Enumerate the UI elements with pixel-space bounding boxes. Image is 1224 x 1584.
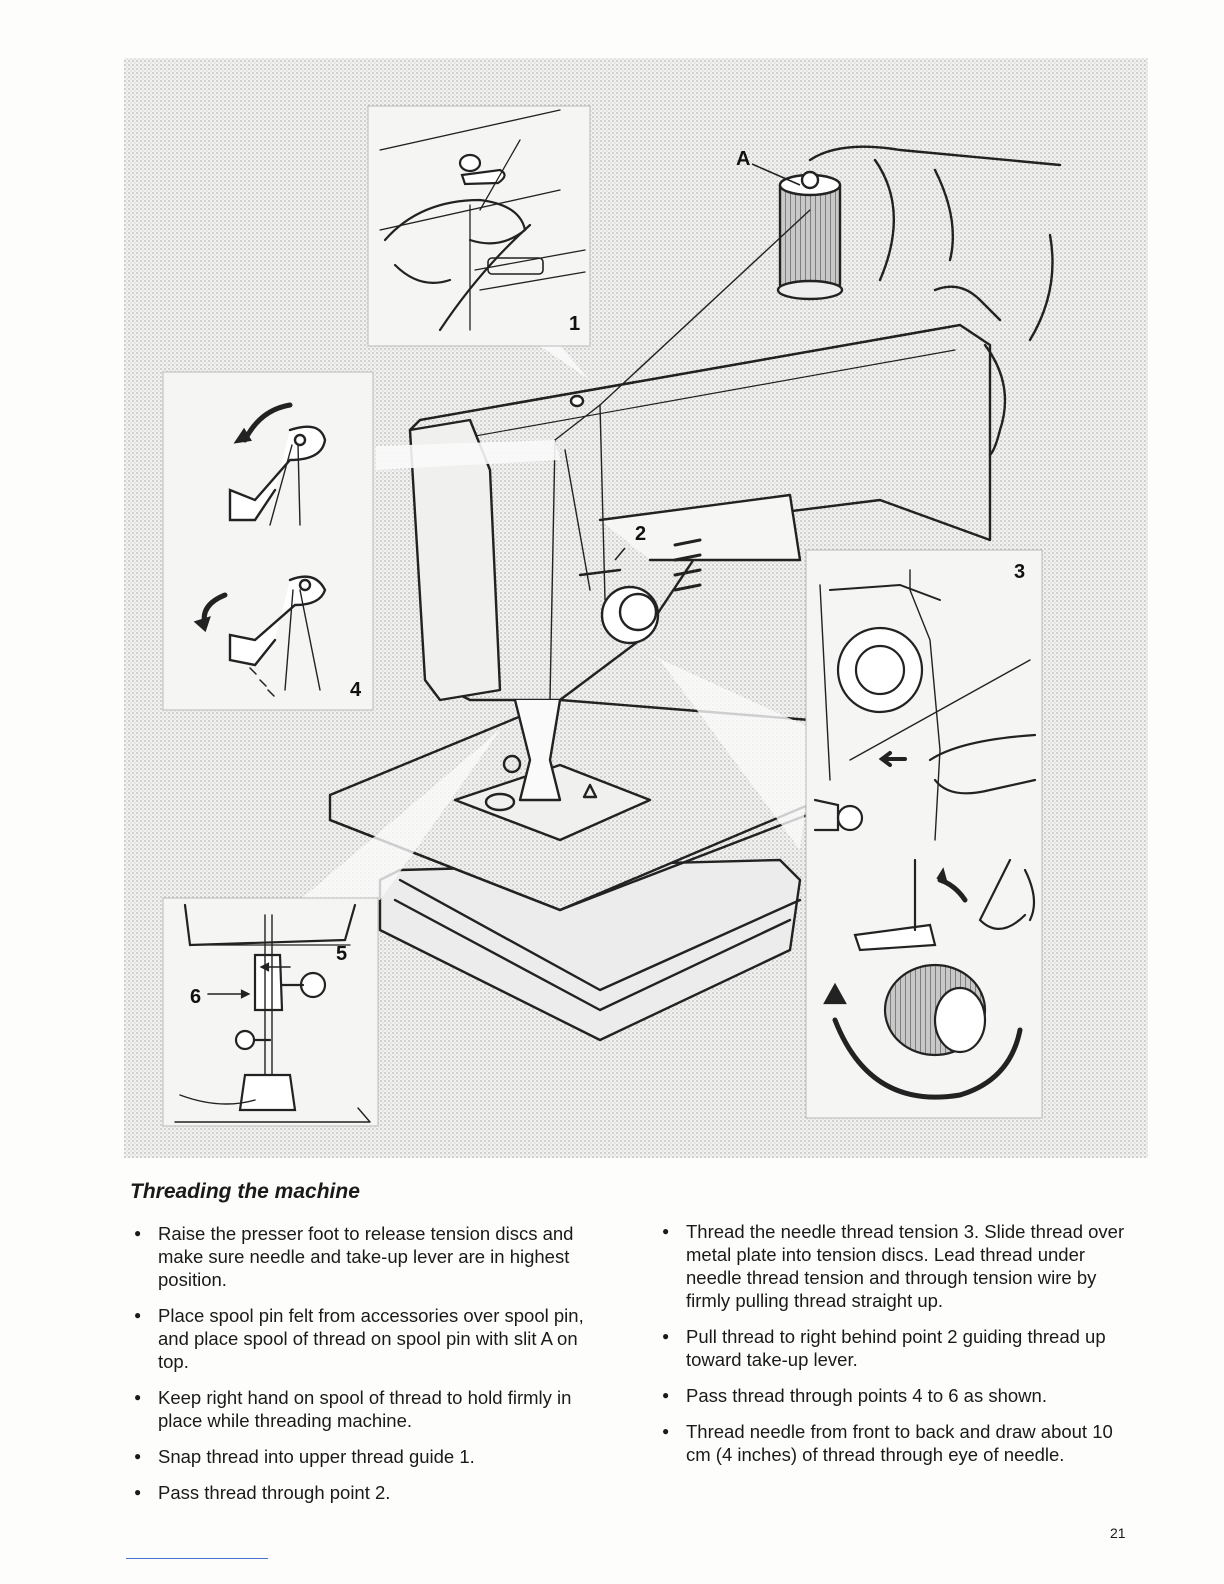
list-item: Place spool pin felt from accessories ov… — [134, 1304, 584, 1373]
list-item: Keep right hand on spool of thread to ho… — [134, 1386, 584, 1432]
label-3: 3 — [1014, 561, 1025, 583]
footer-rule — [126, 1558, 268, 1559]
instructions-left-column: Raise the presser foot to release tensio… — [134, 1222, 584, 1517]
list-item: Snap thread into upper thread guide 1. — [134, 1445, 584, 1468]
section-title: Threading the machine — [130, 1180, 360, 1204]
label-6: 6 — [190, 986, 201, 1008]
label-5: 5 — [336, 943, 347, 965]
list-item: Pass thread through point 2. — [134, 1481, 584, 1504]
list-item: Pass thread through points 4 to 6 as sho… — [662, 1384, 1132, 1407]
list-item: Thread needle from front to back and dra… — [662, 1420, 1132, 1466]
inset-take-up-lever-4 — [163, 372, 373, 710]
page-number: 21 — [1110, 1525, 1126, 1541]
inset-tension-3 — [806, 550, 1042, 1118]
label-4: 4 — [350, 679, 362, 701]
label-a: A — [736, 148, 750, 170]
list-item: Raise the presser foot to release tensio… — [134, 1222, 584, 1291]
inset-needle-5-6 — [163, 898, 378, 1126]
label-1: 1 — [569, 313, 580, 335]
inset-thread-guide-1 — [368, 106, 590, 346]
list-item: Thread the needle thread tension 3. Slid… — [662, 1220, 1132, 1312]
list-item: Pull thread to right behind point 2 guid… — [662, 1325, 1132, 1371]
instructions-right-column: Thread the needle thread tension 3. Slid… — [662, 1220, 1132, 1479]
label-2: 2 — [635, 523, 646, 545]
